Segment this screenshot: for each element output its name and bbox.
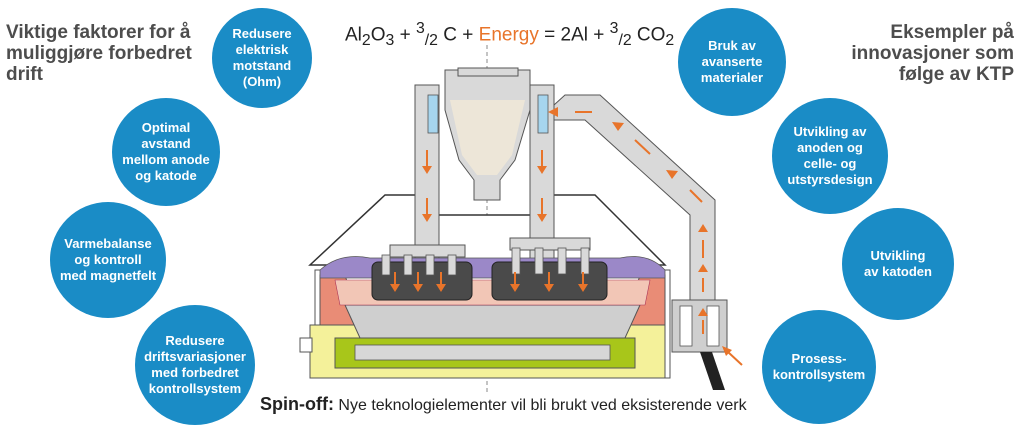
eq-frac-den: /2 xyxy=(424,32,438,50)
hopper-top xyxy=(457,67,519,77)
circle-label: Redusere driftsvariasjoner med forbedret… xyxy=(144,333,246,396)
eq-sub: 2 xyxy=(361,32,371,50)
right-heading: Eksempler på innovasjoner som følge av K… xyxy=(851,22,1014,85)
eq-frac-num: 3 xyxy=(415,20,425,37)
anode-stub xyxy=(447,254,457,276)
innovation-circle: Prosess- kontrollsystem xyxy=(762,310,876,424)
circle-label: Varmebalanse og kontroll med magnetfelt xyxy=(59,236,157,283)
anode-stub xyxy=(557,247,567,275)
cathode-carbon xyxy=(354,344,611,361)
anode-stub xyxy=(425,254,435,276)
eq-equals: = 2Al + xyxy=(538,24,610,46)
factor-circle: Redusere driftsvariasjoner med forbedret… xyxy=(135,305,255,425)
circle-label: Utvikling av anoden og celle- og utstyrs… xyxy=(787,124,873,187)
spinoff-line: Spin-off: Nye teknologielementer vil bli… xyxy=(260,394,747,415)
factor-circle: Optimal avstand mellom anode og katode xyxy=(112,98,220,206)
inlet-valve xyxy=(700,352,725,390)
eq-plus: + xyxy=(394,24,416,46)
right-anode-beam xyxy=(509,237,591,251)
eq-carbon: C + xyxy=(437,24,479,46)
innovation-circle: Bruk av avanserte materialer xyxy=(678,8,786,116)
reaction-equation: Al2O3 + 3/2 C + Energy = 2Al + 3/2 CO2 xyxy=(345,20,674,50)
eq-frac-den: /2 xyxy=(618,32,632,50)
eq-energy: Energy xyxy=(478,24,539,46)
spinoff-text: Nye teknologielementer vil bli brukt ved… xyxy=(333,397,747,414)
eq-sub: 3 xyxy=(385,32,395,50)
anode-stub xyxy=(403,254,413,276)
eq-al: Al xyxy=(345,24,362,46)
anode-stub xyxy=(534,247,544,275)
collector-bar-left xyxy=(299,337,313,353)
damper-right xyxy=(706,305,720,347)
innovation-circle: Utvikling av katoden xyxy=(842,208,954,320)
circle-label: Utvikling av katoden xyxy=(864,248,932,279)
eq-sub: 2 xyxy=(665,32,675,50)
damper-left xyxy=(679,305,693,347)
circle-label: Redusere elektrisk motstand (Ohm) xyxy=(232,26,292,89)
left-anode-block xyxy=(371,261,473,301)
hood xyxy=(308,194,667,266)
anode-stub xyxy=(511,247,521,275)
circle-label: Bruk av avanserte materialer xyxy=(700,38,764,85)
factor-circle: Redusere elektrisk motstand (Ohm) xyxy=(212,8,312,108)
left-heading: Viktige faktorer for å muliggjøre forbed… xyxy=(6,22,192,85)
factor-circle: Varmebalanse og kontroll med magnetfelt xyxy=(50,202,166,318)
alumina-powder xyxy=(450,100,525,175)
eq-co: CO xyxy=(631,24,666,46)
innovation-circle: Utvikling av anoden og celle- og utstyrs… xyxy=(772,98,888,214)
anode-stub xyxy=(381,254,391,276)
eq-frac-num: 3 xyxy=(609,20,619,37)
anode-stub xyxy=(580,247,590,275)
left-pipe-window xyxy=(427,94,439,134)
spinoff-label: Spin-off: xyxy=(260,394,334,414)
gas-flow-arrows xyxy=(390,107,743,366)
circle-label: Prosess- kontrollsystem xyxy=(772,351,866,382)
aluminium-metal xyxy=(344,304,641,339)
eq-o: O xyxy=(370,24,386,46)
circle-label: Optimal avstand mellom anode og katode xyxy=(122,120,210,183)
right-pipe-window xyxy=(537,94,549,134)
